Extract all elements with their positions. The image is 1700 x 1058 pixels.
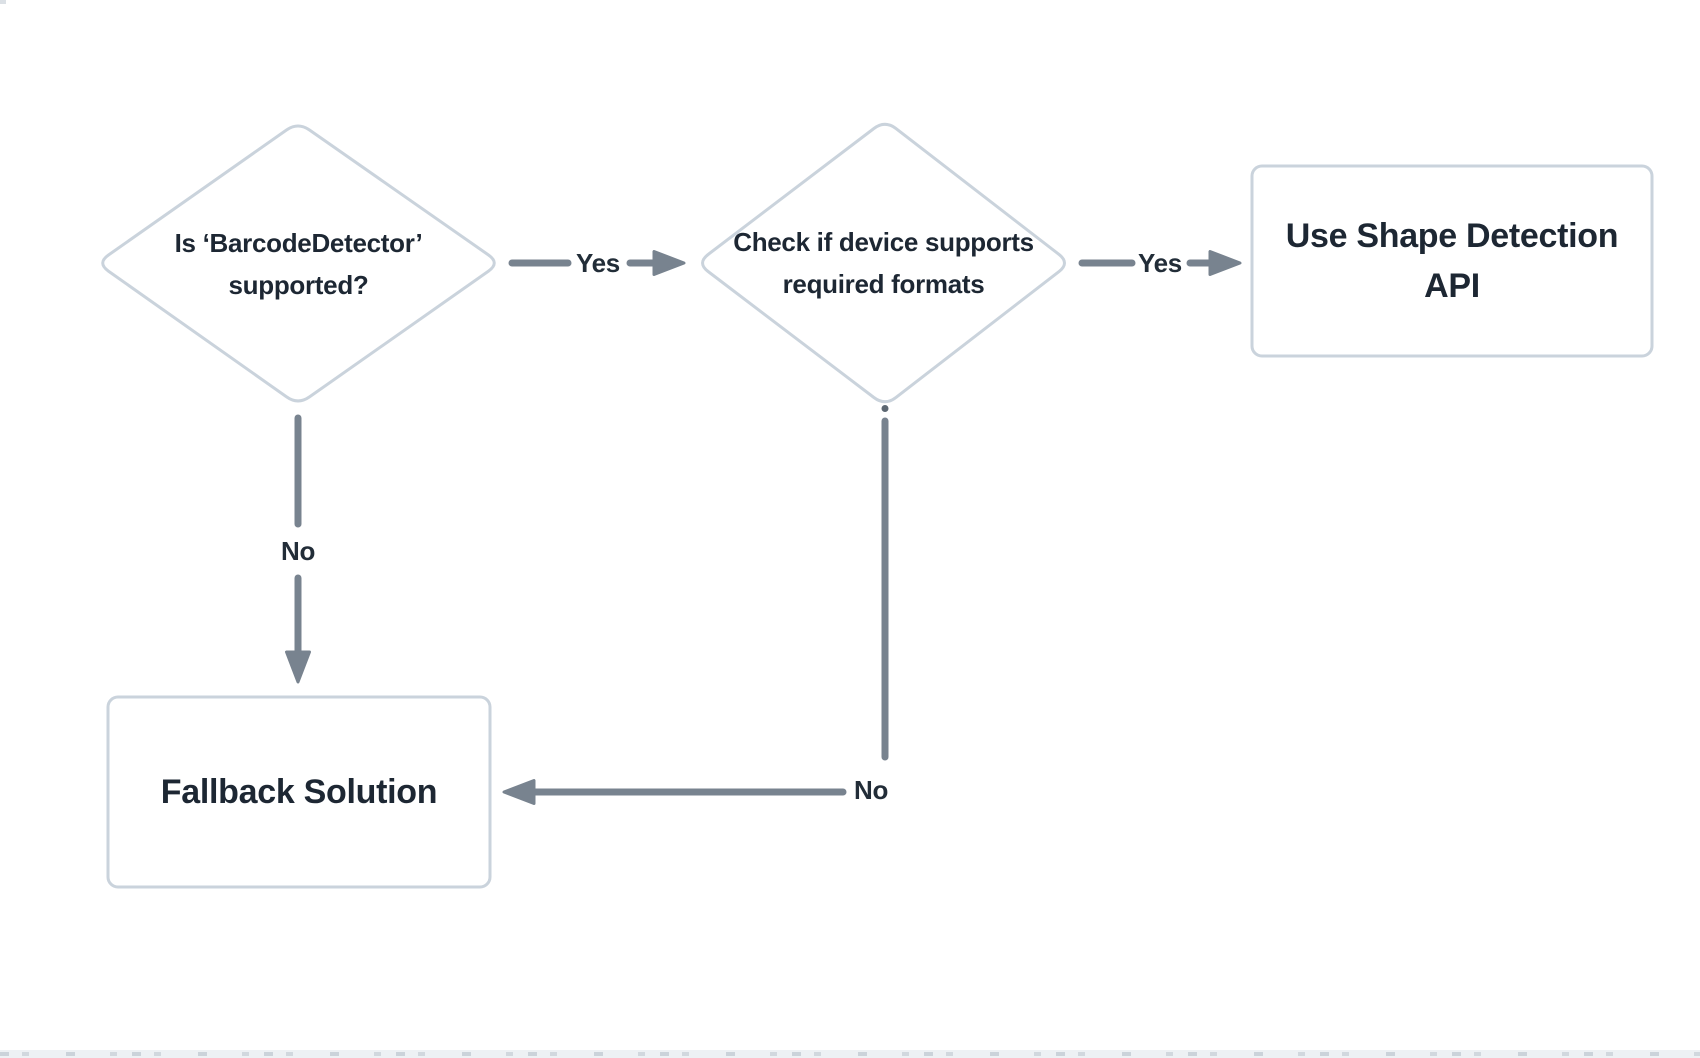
cutoff-text-strip <box>0 1050 1700 1058</box>
decision-diamond-barcodedetector <box>101 124 496 403</box>
edge-yes-2-arrowhead-icon <box>1208 250 1242 276</box>
decision-diamond-formats <box>701 122 1066 404</box>
process-box-fallback-solution <box>106 695 492 889</box>
cutoff-text-dashes <box>0 1052 1700 1056</box>
corner-artifact <box>0 0 6 4</box>
edge-no-1-arrowhead-icon <box>285 650 311 684</box>
edge-no-2-connector <box>528 417 889 796</box>
edge-no-2-arrowhead-icon <box>502 779 536 805</box>
connector-dot <box>881 405 889 412</box>
process-box-use-shape-detection-api <box>1250 164 1654 358</box>
edge-yes-1-arrowhead-icon <box>652 250 686 276</box>
